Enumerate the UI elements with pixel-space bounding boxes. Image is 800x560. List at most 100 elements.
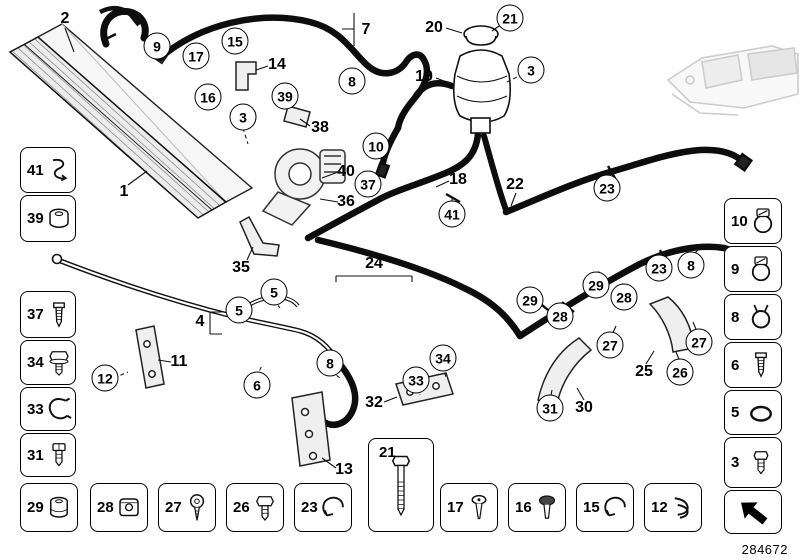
part-box-number: 27 <box>165 499 182 516</box>
callout-23[interactable]: 23 <box>593 174 621 202</box>
nut-icon <box>44 201 74 237</box>
callout-20[interactable]: 20 <box>425 19 443 36</box>
callout-4[interactable]: 4 <box>195 313 205 330</box>
callout-6[interactable]: 6 <box>243 371 271 399</box>
callout-37[interactable]: 37 <box>354 170 382 198</box>
part-box-12[interactable]: 12 <box>644 483 702 532</box>
callout-9[interactable]: 9 <box>143 32 171 60</box>
part-box-number: 39 <box>27 210 44 227</box>
tapping-screw-icon <box>44 297 74 333</box>
part-box-21[interactable]: 21 <box>368 438 434 532</box>
callout-17[interactable]: 17 <box>182 42 210 70</box>
callout-21[interactable]: 21 <box>496 4 524 32</box>
callout-2[interactable]: 2 <box>60 10 70 27</box>
part-box-17[interactable]: 17 <box>440 483 498 532</box>
part-box-number: 26 <box>233 499 250 516</box>
callout-11[interactable]: 11 <box>170 353 188 370</box>
part-box-28[interactable]: 28 <box>90 483 148 532</box>
o-ring-icon <box>746 395 776 431</box>
thermostat-housing-illustration <box>261 148 346 226</box>
hex-bolt-icon <box>250 490 280 526</box>
callout-7[interactable]: 7 <box>361 21 371 38</box>
callout-29[interactable]: 29 <box>516 286 544 314</box>
callout-28[interactable]: 28 <box>546 302 574 330</box>
part-box-34[interactable]: 34 <box>20 340 76 385</box>
part-box-3[interactable]: 3 <box>724 437 782 488</box>
part-box-8[interactable]: 8 <box>724 294 782 340</box>
part-box-6[interactable]: 6 <box>724 342 782 388</box>
part-box-10[interactable]: 10 <box>724 198 782 244</box>
callout-38[interactable]: 38 <box>311 119 329 136</box>
callout-41[interactable]: 41 <box>438 200 466 228</box>
part-box-16[interactable]: 16 <box>508 483 566 532</box>
callout-28[interactable]: 28 <box>610 283 638 311</box>
part-box-27[interactable]: 27 <box>158 483 216 532</box>
callout-40[interactable]: 40 <box>337 163 355 180</box>
callout-18[interactable]: 18 <box>449 171 467 188</box>
callout-8[interactable]: 8 <box>338 67 366 95</box>
callout-3[interactable]: 3 <box>517 56 545 84</box>
oval-screw-icon <box>532 490 562 526</box>
part-box-number: 8 <box>731 308 740 326</box>
callout-16[interactable]: 16 <box>194 83 222 111</box>
callout-13[interactable]: 13 <box>335 461 353 478</box>
part-box-26[interactable]: 26 <box>226 483 284 532</box>
callout-33[interactable]: 33 <box>402 366 430 394</box>
callout-22[interactable]: 22 <box>506 176 524 193</box>
spring-clip-icon <box>44 152 74 188</box>
callout-25[interactable]: 25 <box>635 363 653 380</box>
callout-27[interactable]: 27 <box>685 328 713 356</box>
part-box-number: 17 <box>447 499 464 516</box>
profile-clip-icon <box>668 490 698 526</box>
callout-3[interactable]: 3 <box>229 103 257 131</box>
expansion-tank-illustration <box>453 25 511 134</box>
callout-23[interactable]: 23 <box>645 254 673 282</box>
callout-32[interactable]: 32 <box>365 394 383 411</box>
callout-12[interactable]: 12 <box>91 364 119 392</box>
callout-14[interactable]: 14 <box>268 56 286 73</box>
callout-34[interactable]: 34 <box>429 344 457 372</box>
callout-8[interactable]: 8 <box>677 251 705 279</box>
part-box-number: 37 <box>27 306 44 323</box>
callout-10[interactable]: 10 <box>362 132 390 160</box>
callout-39[interactable]: 39 <box>271 82 299 110</box>
spring-band-clamp-icon <box>746 299 776 335</box>
grommet-icon <box>44 490 74 526</box>
part-box-33[interactable]: 33 <box>20 387 76 431</box>
callout-27[interactable]: 27 <box>596 331 624 359</box>
callout-5[interactable]: 5 <box>225 296 253 324</box>
direction-arrow-icon <box>731 496 775 528</box>
callout-15[interactable]: 15 <box>221 27 249 55</box>
part-box-number: 21 <box>379 444 396 461</box>
callout-26[interactable]: 26 <box>666 358 694 386</box>
callout-5[interactable]: 5 <box>260 278 288 306</box>
callout-31[interactable]: 31 <box>536 394 564 422</box>
part-box-39[interactable]: 39 <box>20 195 76 242</box>
part-box-9[interactable]: 9 <box>724 246 782 292</box>
part-box-5[interactable]: 5 <box>724 390 782 435</box>
callout-35[interactable]: 35 <box>232 259 250 276</box>
callout-30[interactable]: 30 <box>575 399 593 416</box>
torx-screw-icon <box>464 490 494 526</box>
hex-flange-bolt-icon <box>44 345 74 381</box>
callout-19[interactable]: 19 <box>415 68 433 85</box>
part-box-31[interactable]: 31 <box>20 433 76 477</box>
callout-24[interactable]: 24 <box>365 255 383 272</box>
part-box-23[interactable]: 23 <box>294 483 352 532</box>
part-box-number: 31 <box>27 446 44 464</box>
part-box-direction-arrow[interactable] <box>724 490 782 534</box>
part-box-number: 15 <box>583 499 600 516</box>
part-box-29[interactable]: 29 <box>20 483 78 532</box>
hose-spring-clip-icon <box>318 490 348 526</box>
part-box-15[interactable]: 15 <box>576 483 634 532</box>
part-box-number: 3 <box>731 454 740 471</box>
callout-36[interactable]: 36 <box>337 193 355 210</box>
cyl-screw-icon <box>44 437 74 473</box>
part-box-41[interactable]: 41 <box>20 147 76 193</box>
clip-nut-icon <box>114 490 144 526</box>
part-box-37[interactable]: 37 <box>20 291 76 338</box>
callout-29[interactable]: 29 <box>582 271 610 299</box>
callout-1[interactable]: 1 <box>119 183 129 200</box>
callout-8[interactable]: 8 <box>316 349 344 377</box>
